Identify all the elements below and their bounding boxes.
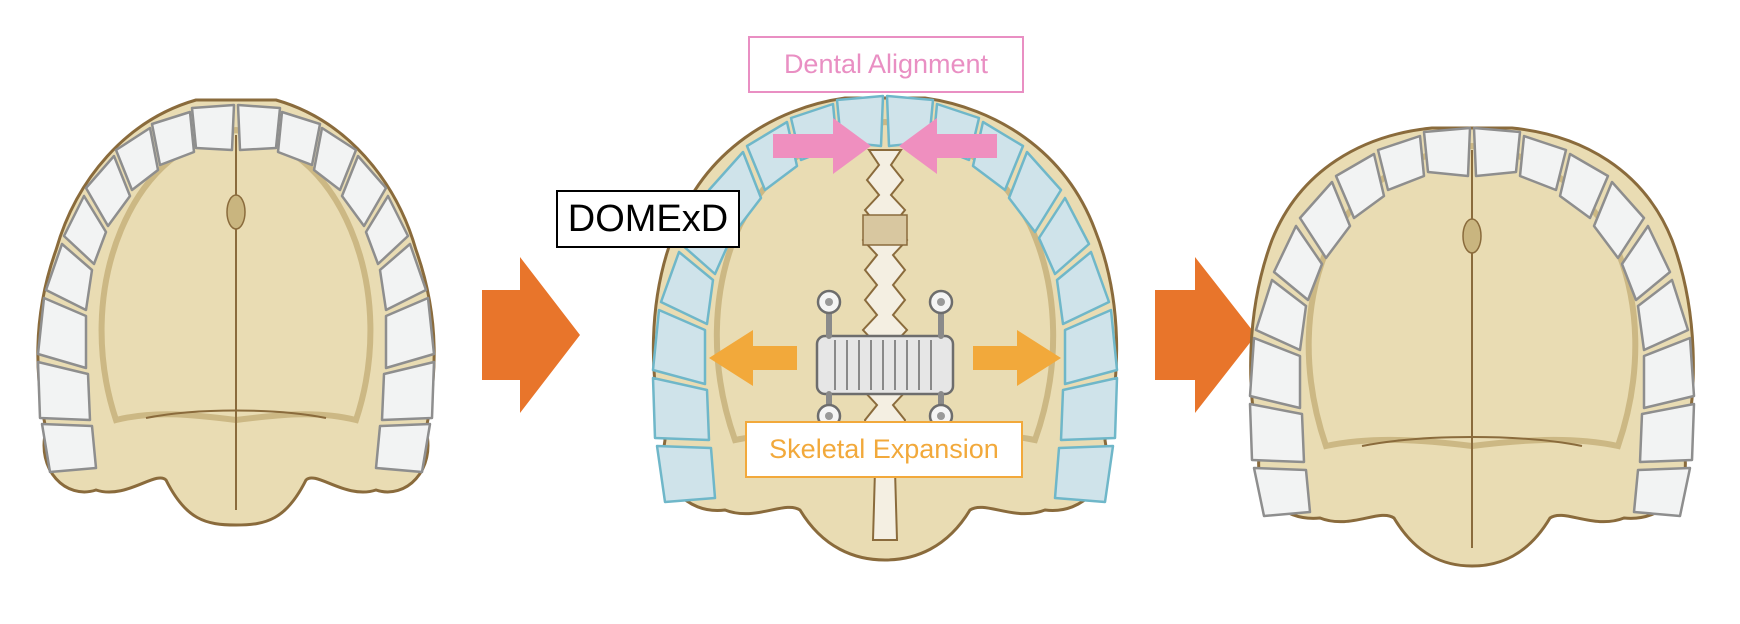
alignment-arrows bbox=[773, 118, 997, 174]
expansion-arrow-left-icon bbox=[709, 330, 797, 386]
incisor-gap bbox=[862, 214, 908, 246]
transverse-suture bbox=[145, 409, 327, 419]
transverse-suture bbox=[1361, 436, 1583, 447]
expansion-arrows bbox=[709, 330, 1061, 386]
dental-alignment-label: Dental Alignment bbox=[748, 36, 1024, 93]
alignment-arrow-left-icon bbox=[773, 118, 871, 174]
expansion-device bbox=[815, 289, 955, 429]
incisive-foramen bbox=[226, 194, 246, 230]
dental-arch-white bbox=[1248, 126, 1696, 518]
incisive-foramen bbox=[1462, 218, 1482, 254]
maxilla-during bbox=[651, 94, 1119, 562]
arrow-right-icon bbox=[1155, 257, 1256, 413]
alignment-arrow-right-icon bbox=[899, 118, 997, 174]
dental-arch-white bbox=[36, 103, 436, 474]
arrow-right-icon bbox=[482, 257, 580, 413]
maxilla-before bbox=[36, 98, 436, 527]
dental-arch-blue bbox=[651, 94, 1119, 504]
device-name-label: DOMExD bbox=[556, 190, 740, 248]
maxilla-after bbox=[1248, 126, 1696, 568]
skeletal-expansion-label: Skeletal Expansion bbox=[745, 421, 1023, 478]
expansion-arrow-right-icon bbox=[973, 330, 1061, 386]
